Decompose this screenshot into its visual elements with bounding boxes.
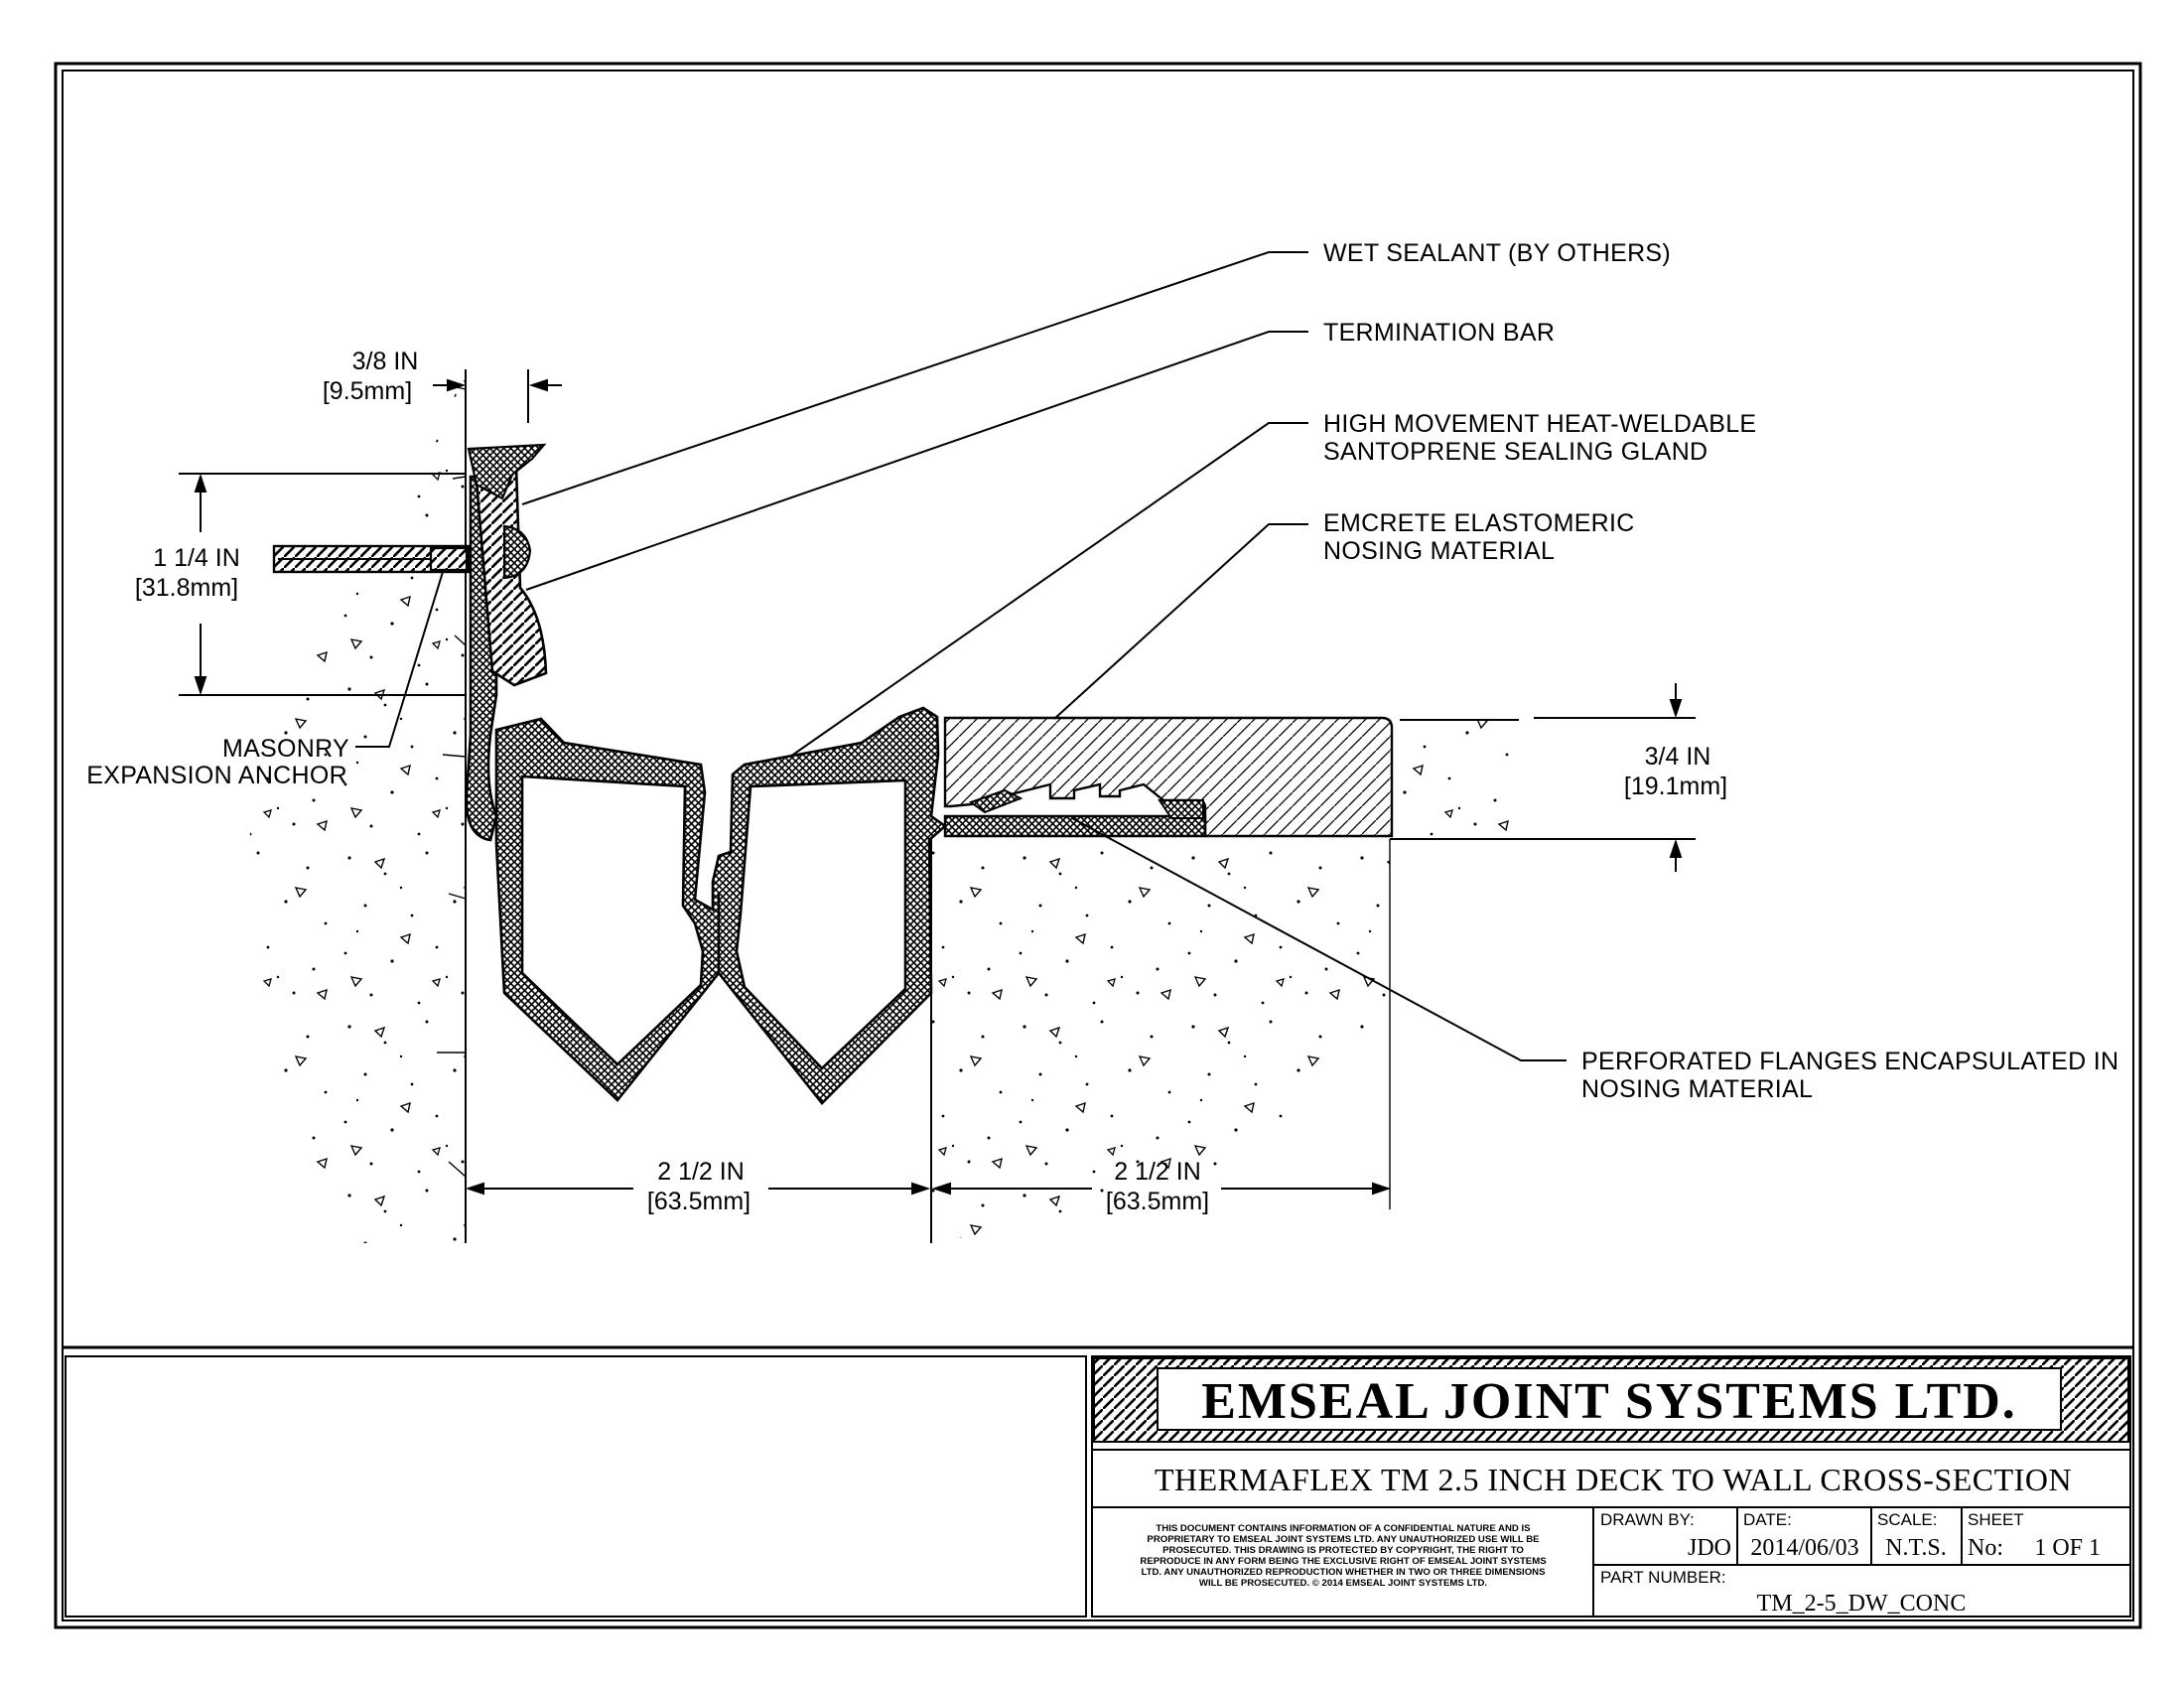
wall-substrate <box>246 367 467 1243</box>
sheet-label: SHEET <box>1968 1510 2024 1529</box>
dim-anchor-imperial: 1 1/4 IN <box>153 544 240 572</box>
callout-gland-line2: SANTOPRENE SEALING GLAND <box>1323 438 1707 466</box>
dim-termination-metric: [9.5mm] <box>323 377 412 405</box>
callout-anchor-line2: EXPANSION ANCHOR <box>86 762 347 789</box>
dim-joint-imperial: 2 1/2 IN <box>657 1158 745 1186</box>
svg-text:PROPRIETARY TO EMSEAL JOINT SY: PROPRIETARY TO EMSEAL JOINT SYSTEMS LTD.… <box>1147 1534 1540 1545</box>
leader-nosing <box>1053 523 1308 720</box>
callout-gland-line1: HIGH MOVEMENT HEAT-WELDABLE <box>1323 410 1756 438</box>
sheet-no-value: 1 OF 1 <box>2034 1535 2101 1561</box>
dim-termination-imperial: 3/8 IN <box>352 348 419 375</box>
callout-flanges-line2: NOSING MATERIAL <box>1581 1075 1813 1103</box>
callout-termination-bar: TERMINATION BAR <box>1323 319 1555 347</box>
date-value: 2014/06/03 <box>1750 1535 1858 1561</box>
perforated-flange <box>943 788 1207 838</box>
scale-value: N.T.S. <box>1885 1535 1947 1561</box>
part-number-value: TM_2-5_DW_CONC <box>1757 1591 1967 1617</box>
notes-box <box>65 1355 1087 1618</box>
dimension-nosing-depth <box>1534 683 1696 872</box>
company-name: EMSEAL JOINT SYSTEMS LTD. <box>1201 1373 2017 1430</box>
dim-anchor-metric: [31.8mm] <box>135 574 238 602</box>
inner-border <box>62 70 2134 1621</box>
callout-nosing-line1: EMCRETE ELASTOMERIC <box>1323 509 1635 537</box>
company-banner <box>1157 1367 2062 1431</box>
dimension-nosing-width <box>931 1182 1392 1196</box>
leader-masonry-anchor <box>355 571 444 748</box>
svg-text:WILL BE PROSECUTED. © 2014 EMS: WILL BE PROSECUTED. © 2014 EMSEAL JOINT … <box>1199 1578 1487 1589</box>
callout-flanges-line1: PERFORATED FLANGES ENCAPSULATED IN <box>1581 1048 2118 1075</box>
dim-nosing-imperial: 3/4 IN <box>1645 743 1711 771</box>
drawn-by-value: JDO <box>1688 1535 1731 1561</box>
svg-text:THIS DOCUMENT CONTAINS INFORMA: THIS DOCUMENT CONTAINS INFORMATION OF A … <box>1156 1523 1531 1534</box>
legal-notice: THIS DOCUMENT CONTAINS INFORMATION OF A … <box>1140 1523 1547 1589</box>
dim-nosing-metric: [19.1mm] <box>1624 773 1727 800</box>
leader-sealing-gland <box>789 422 1308 758</box>
dim-joint-metric: [63.5mm] <box>647 1188 751 1215</box>
drawing-title: THERMAFLEX TM 2.5 INCH DECK TO WALL CROS… <box>1155 1462 2072 1497</box>
leader-wet-sealant <box>521 251 1308 505</box>
sealing-gland <box>465 475 948 1105</box>
callout-nosing-line2: NOSING MATERIAL <box>1323 537 1555 565</box>
dimension-anchor-spacing <box>179 473 465 696</box>
wet-sealant <box>467 443 547 500</box>
date-label: DATE: <box>1743 1510 1792 1529</box>
svg-text:PROSECUTED. THIS DRAWING IS PR: PROSECUTED. THIS DRAWING IS PROTECTED BY… <box>1162 1545 1524 1556</box>
drawn-by-label: DRAWN BY: <box>1600 1510 1695 1529</box>
callout-wet-sealant: WET SEALANT (BY OTHERS) <box>1323 239 1671 267</box>
part-number-label: PART NUMBER: <box>1600 1568 1726 1587</box>
leader-perforated-flanges <box>1071 817 1567 1061</box>
callout-anchor-line1: MASONRY <box>222 735 349 763</box>
svg-text:LTD. ANY UNAUTHORIZED REPRODUC: LTD. ANY UNAUTHORIZED REPRODUCTION WHETH… <box>1141 1567 1546 1578</box>
leader-lines <box>355 251 1567 1061</box>
deck-substrate <box>930 719 1534 1243</box>
title-block: EMSEAL JOINT SYSTEMS LTD. THERMAFLEX TM … <box>1091 1355 2131 1618</box>
masonry-anchor <box>272 544 471 574</box>
svg-text:REPRODUCE IN ANY FORM BEING TH: REPRODUCE IN ANY FORM BEING THE EXCLUSIV… <box>1140 1556 1547 1567</box>
dim-nosing-width-metric: [63.5mm] <box>1106 1188 1209 1215</box>
dim-nosing-width-imperial: 2 1/2 IN <box>1114 1158 1201 1186</box>
scale-label: SCALE: <box>1877 1510 1937 1529</box>
leader-termination-bar <box>525 331 1308 591</box>
termination-bar <box>473 455 548 687</box>
outer-border <box>54 62 2142 1629</box>
dimension-termination-thickness <box>433 369 562 467</box>
dimension-joint-width <box>465 1182 931 1196</box>
sheet-no-label: No: <box>1968 1535 2003 1561</box>
